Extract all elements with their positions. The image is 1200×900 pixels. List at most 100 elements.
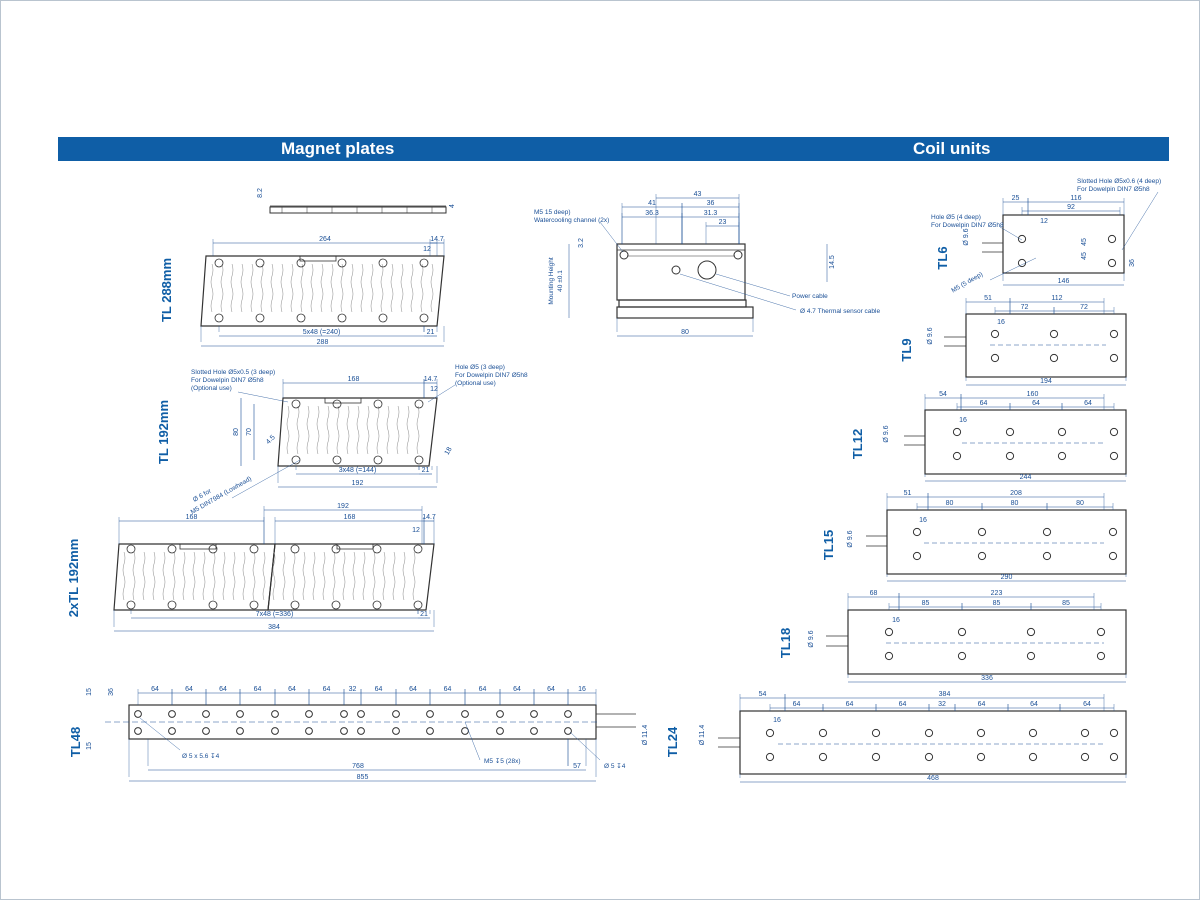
- dim-pitch: 64: [547, 686, 555, 693]
- dim-16: 16: [578, 686, 586, 693]
- note-hole-1: Hole Ø5 (3 deep): [455, 364, 505, 371]
- magnet-hole: [332, 399, 342, 409]
- water-channel: [619, 250, 629, 260]
- mount-hole: [1080, 728, 1090, 738]
- magnet-stripe: [310, 263, 314, 313]
- magnet-stripe: [312, 551, 316, 601]
- hole: [202, 710, 210, 718]
- mount-hole: [1005, 427, 1015, 437]
- dim-pitch: 64: [323, 686, 331, 693]
- mount-hole: [1028, 728, 1038, 738]
- dim-12: 12: [423, 246, 431, 253]
- dim-64b: 64: [1032, 400, 1040, 407]
- mount-hole: [1108, 527, 1118, 537]
- dim-192: 192: [352, 480, 364, 487]
- tl6-outline: [1002, 214, 1125, 274]
- mount-hole: [1049, 353, 1059, 363]
- dim-51: 51: [904, 490, 912, 497]
- dim-45: 45: [1081, 238, 1088, 246]
- magnet-hole: [372, 544, 382, 554]
- magnet-stripe: [352, 551, 356, 601]
- dim-pitch: 64: [793, 701, 801, 708]
- magnet-hole: [290, 600, 300, 610]
- mount-hole: [1109, 353, 1119, 363]
- magnet-stripe: [346, 405, 350, 455]
- magnet-stripe: [410, 263, 414, 313]
- cross-section-drawing: M5 15 deep)Watercooling channel (2x)4341…: [534, 191, 880, 337]
- mount-hole: [957, 627, 967, 637]
- mount-hole: [1080, 752, 1090, 762]
- mount-hole: [976, 752, 986, 762]
- magnet-hole: [378, 313, 388, 323]
- mount-hole: [1017, 258, 1027, 268]
- dim-45b: 45: [1081, 252, 1088, 260]
- magnet-hole: [255, 258, 265, 268]
- magnet-stripe: [336, 405, 340, 455]
- dim-855: 855: [357, 774, 369, 781]
- magnet-hole: [414, 455, 424, 465]
- mount-hole: [977, 527, 987, 537]
- mount-hole: [884, 627, 894, 637]
- leader: [599, 221, 624, 253]
- plate-side-view: [269, 206, 447, 214]
- magnet-stripe: [380, 263, 384, 313]
- dim-4-5: 4.5: [265, 434, 277, 446]
- dim-384: 384: [939, 691, 951, 698]
- magnet-stripe: [406, 405, 410, 455]
- magnet-stripe: [416, 405, 420, 455]
- dim-290: 290: [1001, 574, 1013, 581]
- magnet-stripe: [420, 263, 424, 313]
- hole: [134, 710, 142, 718]
- dim-64: 64: [980, 400, 988, 407]
- magnet-hole: [373, 399, 383, 409]
- magnet-stripe: [402, 551, 406, 601]
- magnet-hole: [413, 544, 423, 554]
- dim-31-3: 31.3: [704, 210, 718, 217]
- note-hole-3: (Optional use): [455, 380, 496, 387]
- magnet-hole: [255, 313, 265, 323]
- magnet-stripe: [270, 263, 274, 313]
- mount-hole: [1005, 451, 1015, 461]
- magnet-stripe: [376, 405, 380, 455]
- dim-16: 16: [997, 319, 1005, 326]
- dim-pitch: 64: [288, 686, 296, 693]
- dim-384: 384: [268, 624, 280, 631]
- dim-264: 264: [319, 236, 331, 243]
- magnet-hole: [331, 600, 341, 610]
- magnet-hole: [249, 600, 259, 610]
- mount-hole: [1057, 427, 1067, 437]
- dim-43: 43: [694, 191, 702, 198]
- dim-468: 468: [927, 775, 939, 782]
- dim-72b: 72: [1080, 304, 1088, 311]
- dim-36: 36: [1129, 259, 1136, 267]
- thermal-cable-label: Ø 4.7 Thermal sensor cable: [800, 308, 880, 315]
- tl12-outline: [924, 409, 1127, 475]
- hole: [530, 727, 538, 735]
- leader: [1121, 191, 1159, 251]
- dim-51: 51: [984, 295, 992, 302]
- magnet-stripe: [220, 263, 224, 313]
- magnet-hole: [337, 313, 347, 323]
- magnet-stripe: [250, 263, 254, 313]
- leader: [427, 384, 456, 403]
- mount-hole: [1026, 627, 1036, 637]
- dim-9-6: Ø 9.6: [963, 228, 970, 245]
- leader: [139, 717, 181, 751]
- magnet-hole: [413, 600, 423, 610]
- mount-hole: [977, 551, 987, 561]
- power-cable-label: Power cable: [792, 293, 828, 300]
- mount-hole: [1049, 329, 1059, 339]
- dim-pitch: 7x48 (=336): [256, 611, 294, 618]
- dim-9-6: Ø 9.6: [883, 425, 890, 442]
- dim-14-7: 14.7: [430, 236, 444, 243]
- dim-11-4: Ø 11.4: [642, 725, 649, 746]
- tl9-outline: [965, 313, 1127, 378]
- thermal-cable: [671, 265, 681, 275]
- hole: [564, 710, 572, 718]
- dim-116: 116: [1070, 195, 1081, 202]
- magnet-stripe: [296, 405, 300, 455]
- dim-pitch: 64: [1030, 701, 1038, 708]
- plate-slot: [336, 543, 374, 550]
